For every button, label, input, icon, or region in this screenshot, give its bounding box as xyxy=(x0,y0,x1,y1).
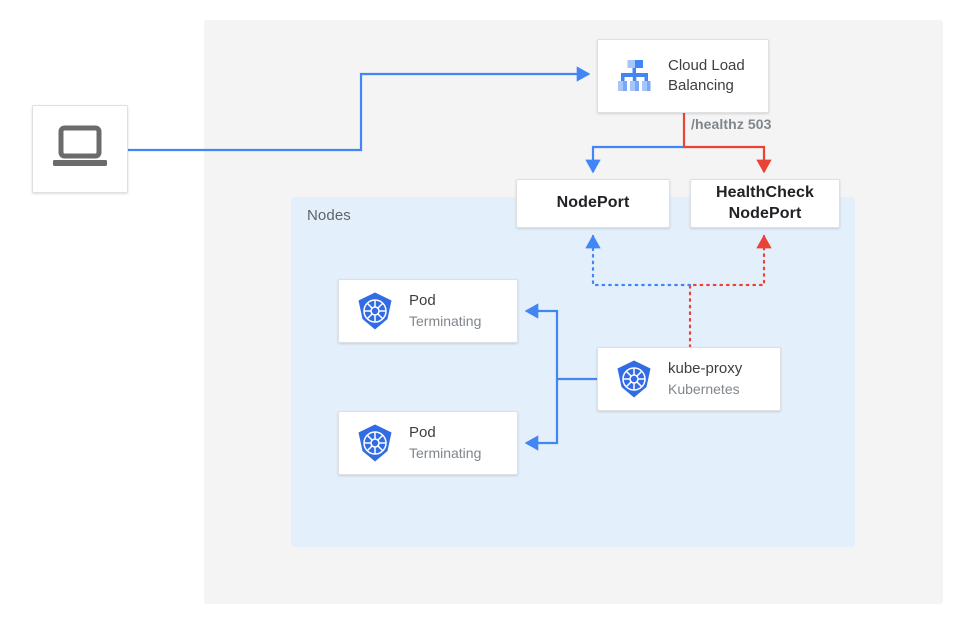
healthcheck-nodeport-label: HealthCheck NodePort xyxy=(716,183,814,225)
kube-proxy-node[interactable]: kube-proxy Kubernetes xyxy=(597,347,781,411)
nodes-label: Nodes xyxy=(307,207,351,224)
laptop-icon xyxy=(50,124,110,175)
nodeport-node[interactable]: NodePort xyxy=(516,179,670,228)
cloud-load-balancing-label-line2: Balancing xyxy=(668,77,734,94)
healthcheck-nodeport-label-line2: NodePort xyxy=(728,204,802,222)
healthcheck-nodeport-label-line1: HealthCheck xyxy=(715,183,815,201)
pod-node-2[interactable]: Pod Terminating xyxy=(338,411,518,475)
kube-proxy-text: kube-proxy Kubernetes xyxy=(668,359,742,398)
pod-1-title: Pod xyxy=(409,292,436,310)
healthz-edge-label: /healthz 503 xyxy=(691,116,772,132)
kubernetes-icon xyxy=(612,357,656,401)
kubernetes-icon xyxy=(353,289,397,333)
kube-proxy-title: kube-proxy xyxy=(668,360,743,378)
pod-node-1[interactable]: Pod Terminating xyxy=(338,279,518,343)
cloud-load-balancing-label-line1: Cloud Load xyxy=(668,56,745,74)
pod-1-status: Terminating xyxy=(409,312,482,329)
pod-1-text: Pod Terminating xyxy=(409,291,481,330)
kubernetes-icon xyxy=(353,421,397,465)
cloud-load-balancing-icon xyxy=(612,54,656,98)
cloud-load-balancing-node[interactable]: Cloud Load Balancing xyxy=(597,39,769,113)
nodeport-label: NodePort xyxy=(556,194,630,212)
cloud-load-balancing-text: Cloud Load Balancing xyxy=(668,56,745,97)
healthcheck-nodeport-node[interactable]: HealthCheck NodePort xyxy=(690,179,840,228)
client-node[interactable] xyxy=(32,105,128,193)
pod-2-text: Pod Terminating xyxy=(409,423,481,462)
pod-2-title: Pod xyxy=(409,424,436,442)
pod-2-status: Terminating xyxy=(409,444,482,461)
kube-proxy-subtitle: Kubernetes xyxy=(668,380,740,397)
